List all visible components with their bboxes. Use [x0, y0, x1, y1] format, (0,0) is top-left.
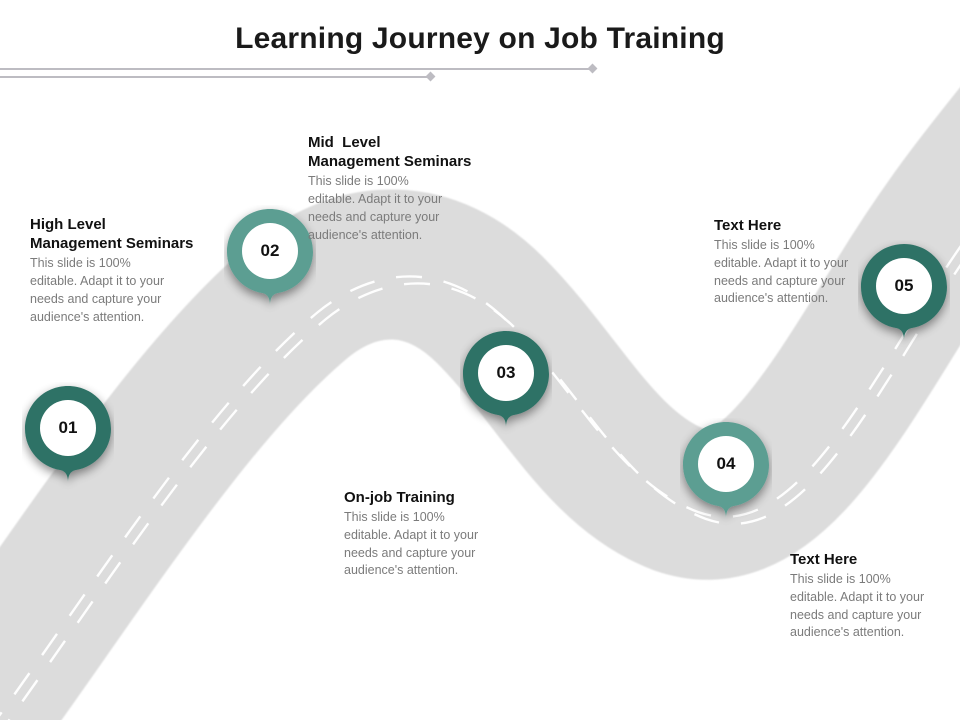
milestone-pin-02[interactable]: 02 — [224, 205, 316, 327]
block-heading: Text Here — [790, 551, 858, 568]
divider-line-top — [0, 68, 592, 70]
milestone-pin-03[interactable]: 03 — [460, 327, 552, 449]
block-body: This slide is 100% editable. Adapt it to… — [344, 510, 479, 578]
block-heading: On-job Training — [344, 489, 455, 506]
milestone-pin-01[interactable]: 01 — [22, 382, 114, 504]
block-body: This slide is 100% editable. Adapt it to… — [714, 238, 849, 306]
pin-marker-shape — [861, 244, 947, 356]
pin-marker-shape — [25, 386, 111, 498]
pin-marker-shape — [683, 422, 769, 534]
block-heading: High Level Management Seminars — [30, 216, 194, 253]
text-block-text-here-bottom-right: Text Here This slide is 100% editable. A… — [790, 550, 960, 642]
block-heading: Mid Level Management Seminars — [308, 134, 472, 171]
road-center-marking — [0, 245, 960, 720]
pin-marker-shape — [227, 209, 313, 321]
text-block-on-job-training: On-job Training This slide is 100% edita… — [344, 488, 539, 580]
block-body: This slide is 100% editable. Adapt it to… — [790, 572, 925, 640]
text-block-high-level-management-seminars: High Level Management Seminars This slid… — [30, 215, 225, 326]
block-body: This slide is 100% editable. Adapt it to… — [308, 174, 443, 242]
milestone-pin-04[interactable]: 04 — [680, 418, 772, 540]
text-block-mid-level-management-seminars: Mid Level Management Seminars This slide… — [308, 133, 503, 244]
pin-marker-shape — [463, 331, 549, 443]
divider-line-bottom — [0, 76, 430, 78]
page-title: Learning Journey on Job Training — [235, 22, 725, 55]
title-divider — [0, 63, 960, 86]
text-block-text-here-top-right: Text Here This slide is 100% editable. A… — [714, 216, 904, 308]
block-heading: Text Here — [714, 217, 782, 234]
block-body: This slide is 100% editable. Adapt it to… — [30, 256, 165, 324]
